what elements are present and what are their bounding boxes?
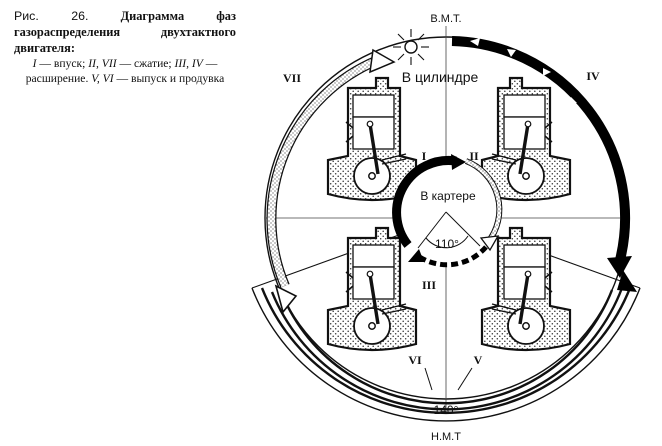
legend-text: впуск [53,57,83,70]
figure-number: Рис. 26. [14,9,89,23]
legend-num: III, IV [174,57,203,70]
arc-iv [451,36,631,262]
engine-section-lower-right [480,226,572,352]
phase-iv-label: IV [586,69,600,83]
cylinder-label: В цилиндре [402,69,479,85]
legend-num: I [32,57,37,70]
phase-vi-label: VI [408,353,422,367]
arrow-vii [369,48,396,74]
legend-text: расширение [25,71,86,85]
phase-ii-label: II [469,149,479,163]
spark-icon [393,29,429,65]
figure-caption: Рис. 26. Диаграмма фаз газораспределения… [14,8,236,86]
angle-110-label: 110° [435,237,459,251]
phase-vii-label: VII [283,71,301,85]
phase-iii-label: III [422,278,436,292]
caption-title: Рис. 26. Диаграмма фаз газораспределения… [14,8,236,56]
caption-heading: Диаграмма фаз газораспределения двухтакт… [14,9,236,55]
tdc-label: В.М.Т. [430,13,461,25]
engine-section-lower-left [326,226,418,352]
angle-140-label: 140° [434,403,459,417]
legend-num: II, VII [88,57,117,70]
arc-i [392,155,457,248]
phase-i-label: I [422,149,427,163]
legend-text: выпуск и продувка [130,71,225,85]
phase-v-label: V [474,353,483,367]
arrow-iv [607,256,632,278]
arrow-v [617,270,637,292]
arc-outer [251,287,641,422]
arc-iii [416,245,488,268]
engine-section-upper-right [480,76,572,202]
arc-v [270,287,624,411]
legend-text: сжатие [134,57,169,70]
arc-vi [260,287,632,414]
crankcase-label: В картере [420,189,476,203]
legend-num: V, VI [91,71,114,85]
bdc-label: Н.М.Т [431,431,461,443]
arrow-vi [274,284,298,314]
caption-legend: I — впуск; II, VII — сжатие; III, IV — р… [25,57,225,85]
